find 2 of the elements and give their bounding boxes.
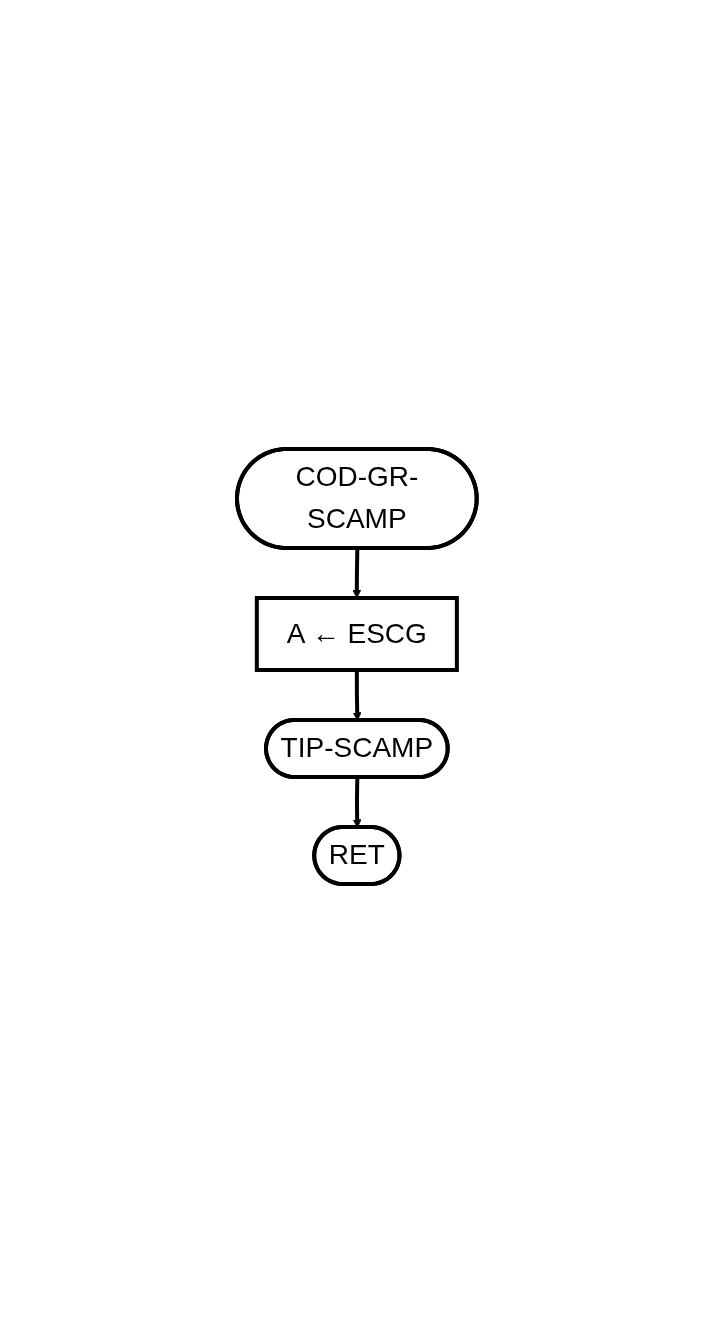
node-box: A ← ESCG	[254, 595, 459, 672]
arrow	[352, 547, 361, 598]
